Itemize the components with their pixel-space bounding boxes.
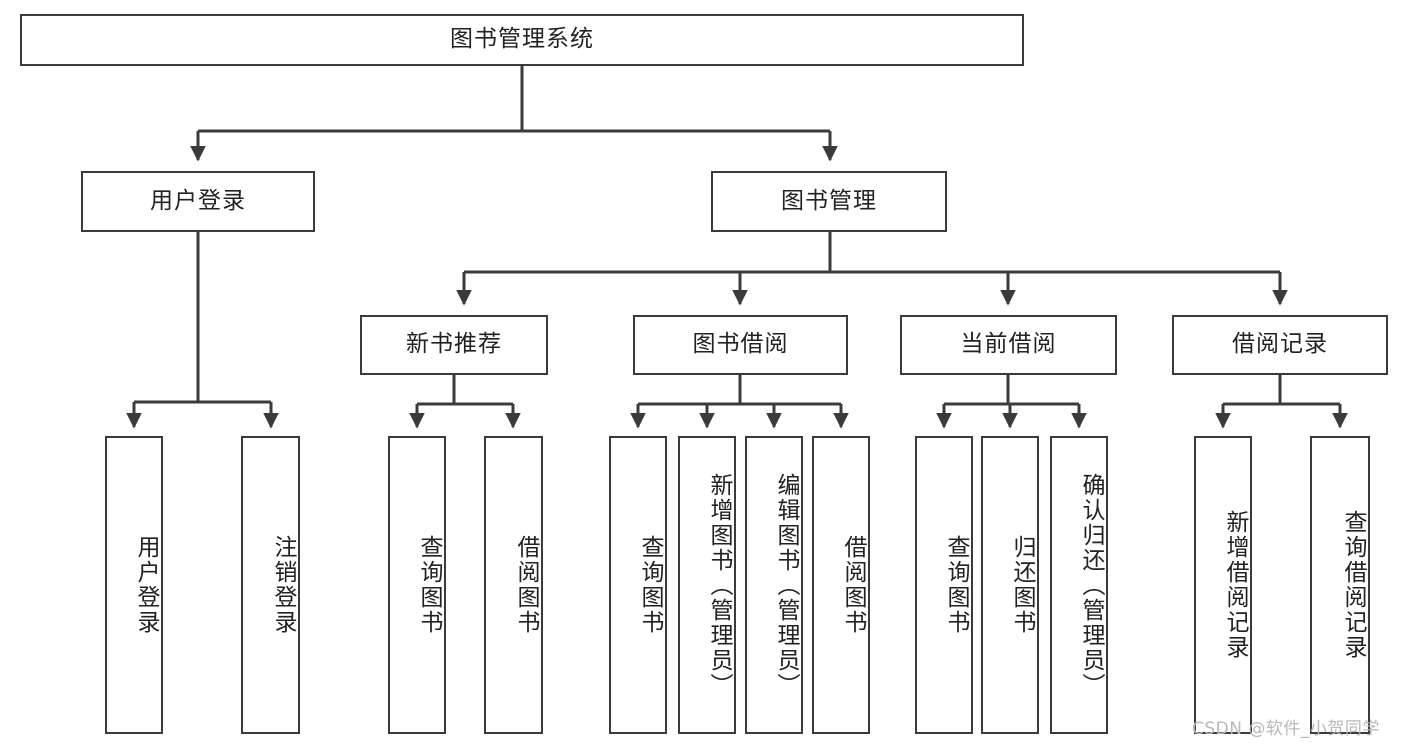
node-leaf-borrow-book-rec-label: 借阅图书 — [513, 535, 539, 635]
node-leaf-edit-book-admin[interactable]: 编辑图书（管理员） — [745, 436, 803, 734]
node-current-borrow[interactable]: 当前借阅 — [900, 315, 1117, 375]
node-borrow-record[interactable]: 借阅记录 — [1172, 315, 1388, 375]
node-new-book-rec[interactable]: 新书推荐 — [360, 315, 548, 375]
node-leaf-query-book-current[interactable]: 查询图书 — [915, 436, 973, 734]
watermark-text: CSDN @软件_小贺同学 — [1192, 719, 1380, 739]
node-new-book-rec-label: 新书推荐 — [406, 331, 502, 358]
node-leaf-query-book-rec[interactable]: 查询图书 — [388, 436, 446, 734]
node-leaf-query-borrow-record-label: 查询借阅记录 — [1340, 510, 1366, 660]
node-leaf-query-book-rec-label: 查询图书 — [416, 535, 442, 635]
node-leaf-add-book-admin[interactable]: 新增图书（管理员） — [678, 436, 736, 734]
node-leaf-query-borrow-record[interactable]: 查询借阅记录 — [1310, 436, 1370, 734]
node-leaf-query-book-borrow-label: 查询图书 — [637, 535, 663, 635]
node-leaf-user-login-label: 用户登录 — [133, 535, 159, 635]
node-leaf-add-borrow-record-label: 新增借阅记录 — [1222, 510, 1248, 660]
node-book-manage-label: 图书管理 — [781, 187, 877, 214]
node-leaf-logout-label: 注销登录 — [270, 535, 296, 635]
node-leaf-confirm-return-admin-label: 确认归还（管理员） — [1078, 472, 1104, 698]
node-borrow-record-label: 借阅记录 — [1232, 331, 1328, 358]
node-leaf-query-book-current-label: 查询图书 — [943, 535, 969, 635]
node-leaf-borrow-book-rec[interactable]: 借阅图书 — [484, 436, 543, 734]
node-root[interactable]: 图书管理系统 — [20, 14, 1024, 66]
node-leaf-add-book-admin-label: 新增图书（管理员） — [706, 472, 732, 698]
node-leaf-query-book-borrow[interactable]: 查询图书 — [609, 436, 667, 734]
node-user-login-label: 用户登录 — [150, 187, 246, 214]
node-leaf-borrow-book-label: 借阅图书 — [840, 535, 866, 635]
node-leaf-return-book-label: 归还图书 — [1009, 535, 1035, 635]
node-book-borrow-label: 图书借阅 — [692, 331, 789, 358]
node-leaf-edit-book-admin-label: 编辑图书（管理员） — [773, 472, 799, 698]
node-leaf-return-book[interactable]: 归还图书 — [981, 436, 1039, 734]
node-leaf-confirm-return-admin[interactable]: 确认归还（管理员） — [1050, 436, 1108, 734]
node-book-borrow[interactable]: 图书借阅 — [633, 315, 848, 375]
node-leaf-add-borrow-record[interactable]: 新增借阅记录 — [1194, 436, 1252, 734]
node-user-login[interactable]: 用户登录 — [81, 171, 315, 232]
node-leaf-borrow-book[interactable]: 借阅图书 — [812, 436, 870, 734]
node-book-manage[interactable]: 图书管理 — [711, 171, 947, 232]
node-root-label: 图书管理系统 — [450, 26, 594, 53]
node-current-borrow-label: 当前借阅 — [960, 331, 1057, 358]
node-leaf-user-login[interactable]: 用户登录 — [105, 436, 163, 734]
node-leaf-logout[interactable]: 注销登录 — [241, 436, 300, 734]
